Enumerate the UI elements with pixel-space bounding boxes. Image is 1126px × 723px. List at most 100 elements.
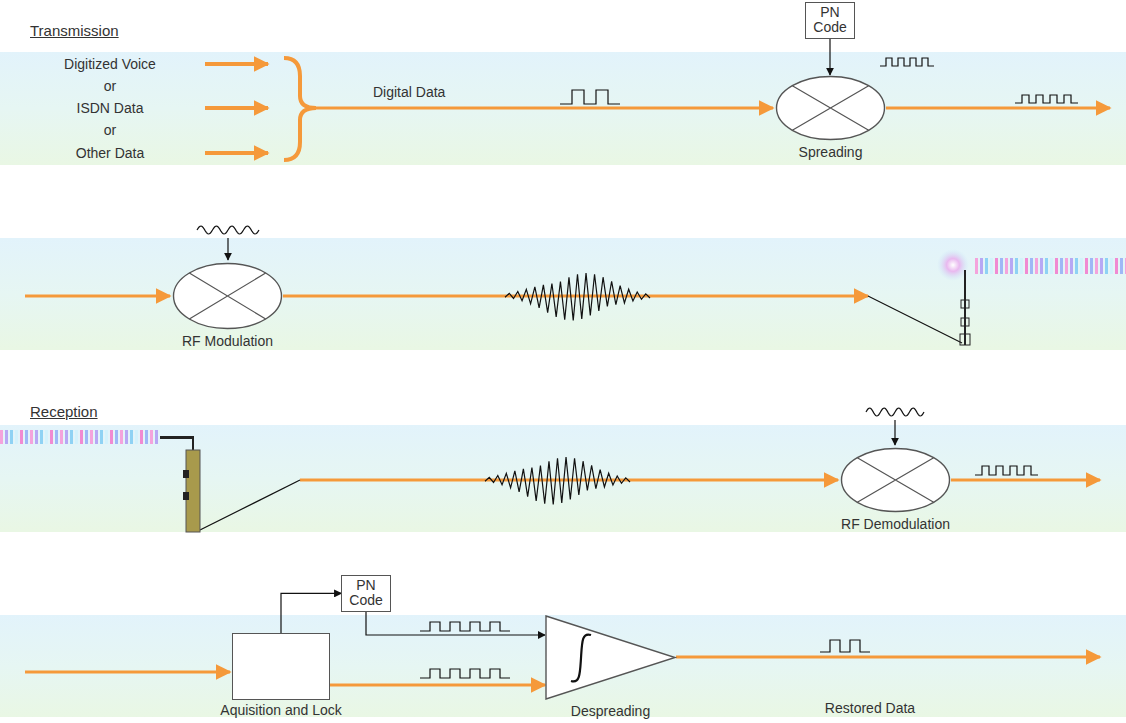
input-arrow <box>205 151 268 155</box>
rx-handset <box>160 436 200 532</box>
mixer-cross <box>857 458 933 503</box>
radio-wave <box>140 430 143 444</box>
square-wave <box>820 640 870 652</box>
antenna-stub <box>160 436 194 439</box>
square-wave <box>420 622 510 631</box>
radio-wave <box>110 430 113 444</box>
mixer-circle: Spreading <box>775 75 886 141</box>
antenna-part <box>961 300 969 308</box>
input-arrow <box>205 106 268 110</box>
radio-wave <box>1060 258 1063 274</box>
handset-part <box>183 470 189 478</box>
mixer-outline <box>842 449 950 512</box>
radio-wave <box>1010 258 1013 274</box>
square-wave <box>420 669 510 678</box>
signal-connector <box>330 684 545 687</box>
block-label: Aquisition and Lock <box>220 702 341 718</box>
radio-wave <box>90 430 93 444</box>
integrator-triangle: Despreading <box>545 615 676 700</box>
radio-wave <box>995 258 998 274</box>
carrier-wave <box>197 226 259 234</box>
mixer-outline <box>777 77 885 140</box>
radio-wave <box>1105 258 1108 274</box>
acquisition-box: Aquisition and Lock <box>232 633 330 700</box>
handset-body <box>186 450 200 532</box>
input-arrow <box>205 62 268 66</box>
square-wave <box>1015 95 1078 103</box>
radio-wave <box>150 430 153 444</box>
radio-wave <box>130 430 133 444</box>
radio-wave <box>1065 258 1068 274</box>
row-band <box>0 615 1126 717</box>
radio-wave <box>120 430 123 444</box>
tx-antenna <box>960 270 970 345</box>
radio-wave <box>5 430 8 444</box>
radio-wave <box>1120 258 1123 274</box>
mixer-cross <box>189 273 265 319</box>
spread-arrow <box>886 107 1110 110</box>
antenna-feed <box>200 480 300 530</box>
radio-wave <box>155 430 158 444</box>
radio-wave <box>1100 258 1103 274</box>
block-label: Spreading <box>799 144 863 160</box>
radio-wave <box>15 430 18 444</box>
radio-wave <box>100 430 103 444</box>
merge-bracket <box>284 58 316 160</box>
carrier-wave <box>866 408 924 416</box>
radio-wave <box>1000 258 1003 274</box>
radio-wave <box>1115 258 1118 274</box>
pn-code-box: PN Code <box>805 2 854 39</box>
signal-label: Other Data <box>76 145 144 161</box>
row-band <box>0 425 1126 532</box>
radio-wave <box>70 430 73 444</box>
restored-arrow <box>676 656 1100 659</box>
radio-wave <box>125 430 128 444</box>
mixer-symbol <box>775 75 886 141</box>
square-wave <box>560 90 620 104</box>
signal-label: Digital Data <box>373 84 445 100</box>
block-label: Despreading <box>571 703 650 719</box>
box-label: PN Code <box>813 5 846 36</box>
radio-wave <box>985 258 988 274</box>
radio-wave <box>980 258 983 274</box>
radio-wave <box>1030 258 1033 274</box>
mixer-circle: RF Modulation <box>172 262 283 330</box>
signal-label: ISDN Data <box>77 100 144 116</box>
radio-wave <box>1125 258 1126 274</box>
spread-signal <box>485 457 630 504</box>
signal-waves <box>0 58 1126 678</box>
box-label: PN Code <box>349 578 382 609</box>
data-arrow <box>316 107 773 110</box>
radio-wave <box>75 430 78 444</box>
radio-wave <box>105 430 108 444</box>
radio-wave <box>1080 258 1083 274</box>
radio-wave <box>145 430 148 444</box>
radio-wave <box>1055 258 1058 274</box>
signal-connector <box>281 593 341 633</box>
signal-label: Digitized Voice <box>64 56 156 72</box>
radio-wave <box>95 430 98 444</box>
radio-wave <box>25 430 28 444</box>
radio-wave <box>1050 258 1053 274</box>
row-band <box>0 52 1126 165</box>
mixer-symbol <box>172 262 283 330</box>
radio-wave <box>1085 258 1088 274</box>
mixer-outline <box>174 264 282 329</box>
radio-wave <box>1020 258 1023 274</box>
row-band <box>0 238 1126 350</box>
radio-wave <box>0 430 3 444</box>
section-heading: Transmission <box>30 22 119 39</box>
radio-wave <box>35 430 38 444</box>
signal-label: or <box>104 78 116 94</box>
radio-wave <box>45 430 48 444</box>
signal-connector <box>366 612 545 635</box>
demod-arrow <box>25 671 230 674</box>
radio-wave <box>1045 258 1048 274</box>
radio-wave <box>80 430 83 444</box>
radio-wave <box>30 430 33 444</box>
radio-wave <box>50 430 53 444</box>
spread-signal <box>505 273 650 320</box>
mixer-cross <box>792 86 868 131</box>
